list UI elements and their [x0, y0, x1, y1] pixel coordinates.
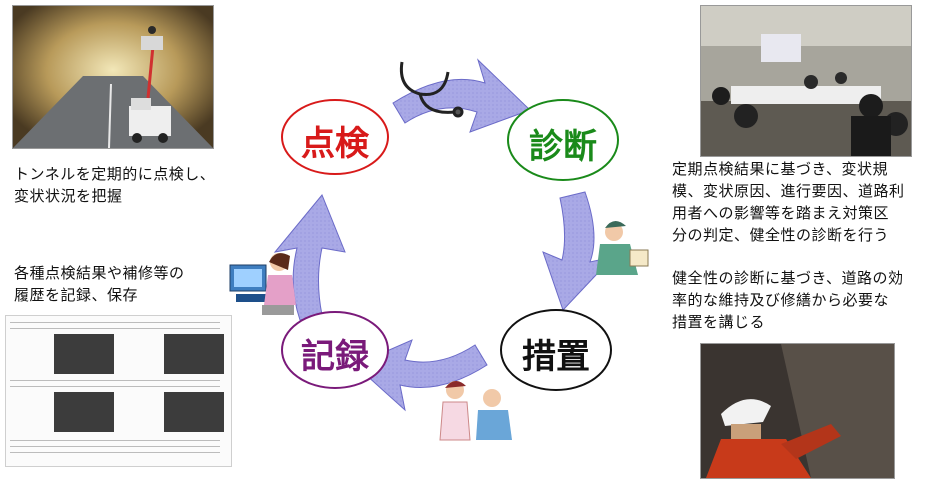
caregiver-patient-icon: [439, 380, 512, 441]
nurse-icon: [596, 220, 649, 275]
tunnel-inspection-photo: [12, 5, 214, 149]
record-caption: 各種点検結果や補修等の 履歴を記録、保存: [14, 262, 185, 306]
record-document: [5, 315, 232, 467]
diagnosis-caption: 定期点検結果に基づき、変状規 模、変状原因、進行要因、道路利 用者への影響等を踏…: [672, 158, 905, 246]
measures-caption: 健全性の診断に基づき、道路の効 率的な維持及び修繕から必要な 措置を講じる: [672, 267, 903, 333]
inspection-oval[interactable]: [281, 99, 389, 175]
record-caption-line: 各種点検結果や補修等の: [14, 264, 185, 282]
inspection-caption-line: トンネルを定期的に点検し、: [14, 165, 216, 183]
diagnosis-oval[interactable]: [507, 99, 619, 181]
stethoscope-icon: [399, 61, 464, 118]
measures-caption-line: 措置を講じる: [672, 313, 766, 331]
inspection-caption-line: 変状状況を把握: [14, 187, 123, 205]
diagnosis-label: 診断: [529, 127, 597, 167]
measures-label: 措置: [522, 337, 590, 377]
record-label: 記録: [301, 337, 369, 377]
measures-caption-line: 率的な維持及び修繕から必要な: [672, 291, 890, 309]
diagnosis-caption-line: 模、変状原因、進行要因、道路利: [672, 182, 905, 200]
measures-oval[interactable]: [500, 309, 612, 391]
inspection-caption: トンネルを定期的に点検し、 変状状況を把握: [14, 163, 215, 207]
computer-user-icon: [229, 253, 296, 315]
arrow-inspection-to-diagnosis: [392, 58, 531, 133]
tunnel-worker-photo: [700, 343, 895, 479]
record-oval[interactable]: [281, 311, 389, 389]
diagnosis-caption-line: 用者への影響等を踏まえ対策区: [672, 204, 890, 222]
diagnosis-caption-line: 分の判定、健全性の診断を行う: [672, 226, 890, 244]
measures-caption-line: 健全性の診断に基づき、道路の効: [672, 269, 904, 287]
diagnosis-caption-line: 定期点検結果に基づき、変状規: [672, 160, 888, 178]
inspection-label: 点検: [301, 124, 369, 164]
record-caption-line: 履歴を記録、保存: [14, 286, 139, 304]
meeting-room-photo: [700, 5, 912, 157]
